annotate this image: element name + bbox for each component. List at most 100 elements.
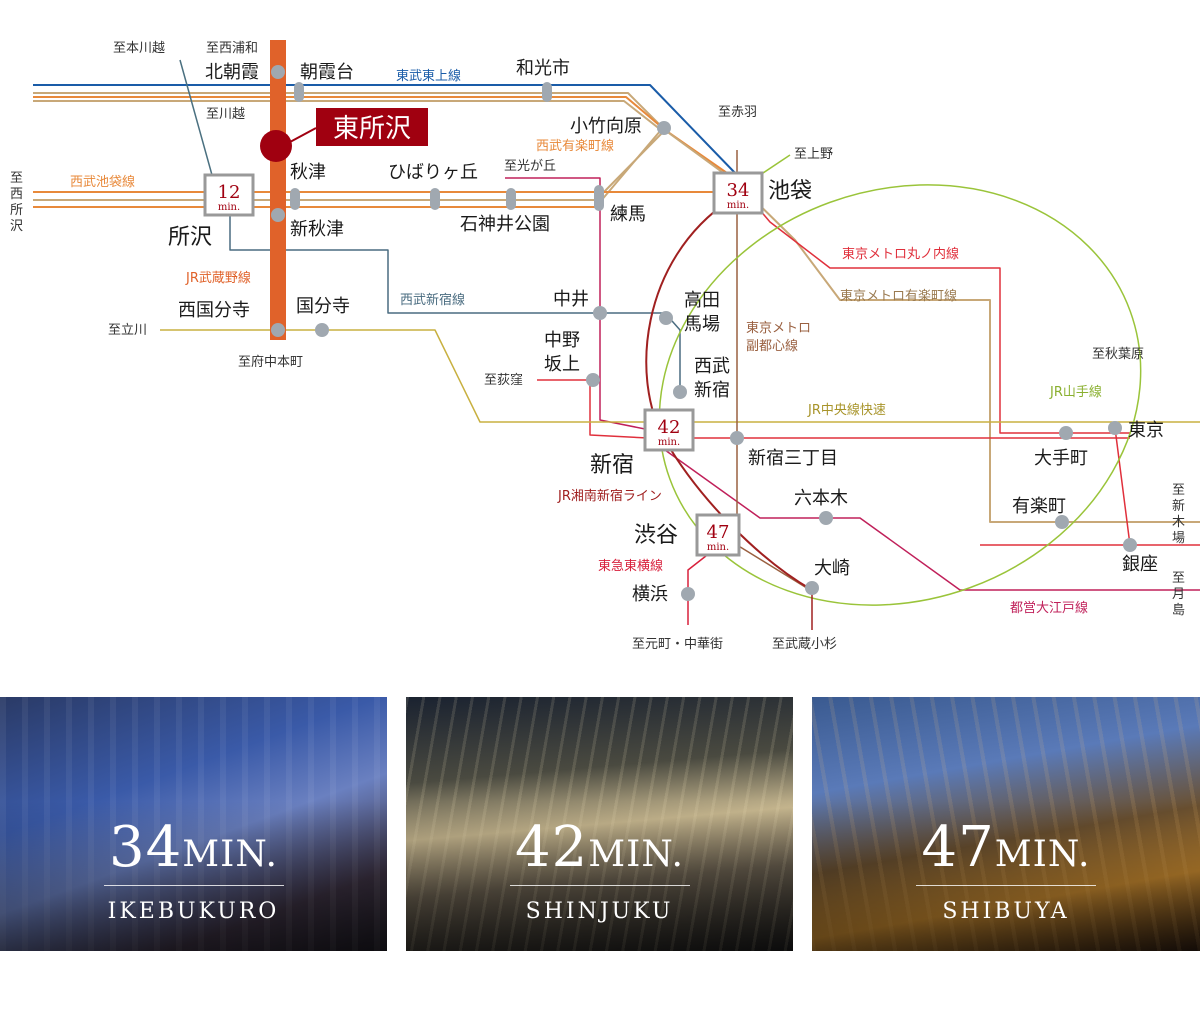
svg-text:西武有楽町線: 西武有楽町線: [536, 138, 614, 154]
svg-text:至立川: 至立川: [108, 323, 147, 338]
svg-text:42: 42: [658, 417, 681, 438]
svg-text:島: 島: [1172, 603, 1185, 618]
svg-text:JR中央線快速: JR中央線快速: [807, 402, 886, 418]
marunouchi-ginza: [1114, 427, 1200, 546]
label-shinakitsu: 新秋津: [290, 219, 344, 240]
label-osaki: 大崎: [814, 558, 850, 579]
svg-text:34: 34: [727, 180, 750, 201]
seibu-shinjuku-line: [229, 215, 681, 390]
label-nakanosakaue-1: 中野: [544, 330, 580, 351]
photo-divider: [509, 885, 690, 886]
photo-divider: [103, 885, 284, 886]
minute-box-shinjuku: 42 min.: [643, 408, 695, 452]
node-nakai: [593, 306, 607, 320]
svg-text:月: 月: [1172, 587, 1185, 602]
label-yokohama: 横浜: [632, 584, 668, 605]
svg-text:JR武蔵野線: JR武蔵野線: [185, 270, 251, 286]
label-tokorozawa: 所沢: [168, 225, 212, 250]
label-shinjuku: 新宿: [590, 453, 634, 478]
node-asakadai: [294, 82, 304, 102]
photo-shinjuku-minutes: 42MIN.: [515, 815, 684, 880]
jr-chuo-line: [160, 329, 1200, 423]
label-hibarigaoka: ひばりヶ丘: [388, 162, 478, 183]
node-nishishinjuku: [673, 385, 687, 399]
photo-shibuya-name: SHIBUYA: [942, 899, 1070, 924]
node-otemachi: [1059, 426, 1073, 440]
svg-text:min.: min.: [658, 437, 680, 448]
svg-text:東急東横線: 東急東横線: [598, 558, 663, 574]
svg-text:至秋葉原: 至秋葉原: [1092, 347, 1144, 362]
station-labels: 北朝霞 朝霞台 和光市 小竹向原 秋津 ひばりヶ丘 新秋津 石神井公園 練馬 所…: [168, 58, 1164, 605]
svg-text:東京メトロ丸ノ内線: 東京メトロ丸ノ内線: [842, 246, 959, 262]
label-nishishinjuku-2: 新宿: [694, 380, 730, 401]
label-akitsu: 秋津: [290, 162, 326, 183]
svg-text:47: 47: [707, 522, 730, 543]
node-nerima: [594, 185, 604, 211]
label-shakujii: 石神井公園: [460, 214, 550, 235]
line-labels: 東武東上線 西武池袋線 西武有楽町線 JR武蔵野線 西武新宿線 東京メトロ丸ノ内…: [70, 68, 1102, 616]
destination-photos: 34MIN. IKEBUKURO 42MIN. SHINJUKU 47MIN. …: [0, 697, 1200, 951]
node-kokubunji: [315, 323, 329, 337]
svg-text:JR山手線: JR山手線: [1049, 384, 1102, 400]
svg-text:至本川越: 至本川越: [113, 41, 165, 56]
highlight-leader: [289, 127, 317, 143]
label-nishishinjuku-1: 西武: [694, 356, 730, 377]
metro-yurakucho-line-b: [33, 100, 662, 203]
svg-text:至光が丘: 至光が丘: [504, 159, 556, 174]
minute-box-tokorozawa: 12 min.: [203, 173, 255, 217]
oedo-line-south: [664, 449, 1200, 591]
label-tokyo: 東京: [1128, 420, 1164, 441]
svg-text:都営大江戸線: 都営大江戸線: [1010, 600, 1088, 616]
svg-text:場: 場: [1172, 531, 1185, 546]
label-kotakemukaihara: 小竹向原: [570, 116, 642, 137]
svg-text:至赤羽: 至赤羽: [718, 105, 757, 120]
photo-ikebukuro: 34MIN. IKEBUKURO: [0, 697, 387, 951]
svg-text:至川越: 至川越: [206, 107, 245, 122]
photo-shinjuku: 42MIN. SHINJUKU: [406, 697, 793, 951]
marunouchi-line-north: [736, 182, 1130, 434]
higashitokorozawa-marker: [260, 130, 292, 162]
label-kokubunji: 国分寺: [296, 296, 350, 317]
seibu-yurakucho-line: [33, 96, 738, 181]
node-ginza: [1123, 538, 1137, 552]
route-map: 東所沢 12 min. 34 min. 42 min. 47 min. 北朝霞 …: [10, 40, 1200, 652]
oedo-line-hikarigaoka: [505, 177, 651, 431]
node-nakanosakaue: [586, 373, 600, 387]
svg-text:JR湘南新宿ライン: JR湘南新宿ライン: [557, 488, 662, 504]
label-nerima: 練馬: [610, 204, 646, 225]
node-shinakitsu: [271, 208, 285, 222]
svg-text:min.: min.: [707, 542, 729, 553]
svg-text:東京メトロ: 東京メトロ: [746, 320, 811, 336]
minute-box-shibuya: 47 min.: [695, 513, 741, 557]
label-wakoshi: 和光市: [516, 58, 570, 79]
label-roppongi: 六本木: [794, 488, 848, 509]
highlight-station-label: 東所沢: [333, 114, 411, 144]
node-wakoshi: [542, 82, 552, 102]
svg-text:副都心線: 副都心線: [746, 338, 798, 354]
node-osaki: [805, 581, 819, 595]
svg-text:至府中本町: 至府中本町: [238, 355, 303, 370]
label-kitaasaka: 北朝霞: [205, 62, 259, 83]
photo-ikebukuro-minutes: 34MIN.: [109, 815, 278, 880]
svg-text:木: 木: [1172, 515, 1185, 530]
direction-labels: 至本川越 至西浦和 至川越 至赤羽 至上野 至 西 所 沢 至光が丘 至立川 至…: [10, 41, 1185, 652]
node-nishikokubunji: [271, 323, 285, 337]
yamanote-ueno: [759, 154, 791, 176]
toyoko-line: [687, 544, 721, 625]
label-nishikokubunji: 西国分寺: [178, 300, 250, 321]
node-kotakemukaihara: [657, 121, 671, 135]
svg-text:沢: 沢: [10, 219, 23, 234]
label-yurakucho: 有楽町: [1012, 496, 1066, 517]
svg-text:min.: min.: [218, 202, 240, 213]
node-roppongi: [819, 511, 833, 525]
station-nodes: [271, 65, 1137, 601]
label-asakadai: 朝霞台: [300, 62, 354, 83]
highlight-label-box: [316, 108, 428, 146]
node-takadanobaba: [659, 311, 673, 325]
svg-text:至: 至: [10, 171, 23, 186]
label-nakai: 中井: [553, 289, 589, 310]
node-shinjukusanchome: [730, 431, 744, 445]
label-ikebukuro: 池袋: [768, 179, 812, 204]
jr-yamanote-line: [658, 184, 1142, 606]
minute-box-ikebukuro: 34 min.: [712, 171, 764, 215]
